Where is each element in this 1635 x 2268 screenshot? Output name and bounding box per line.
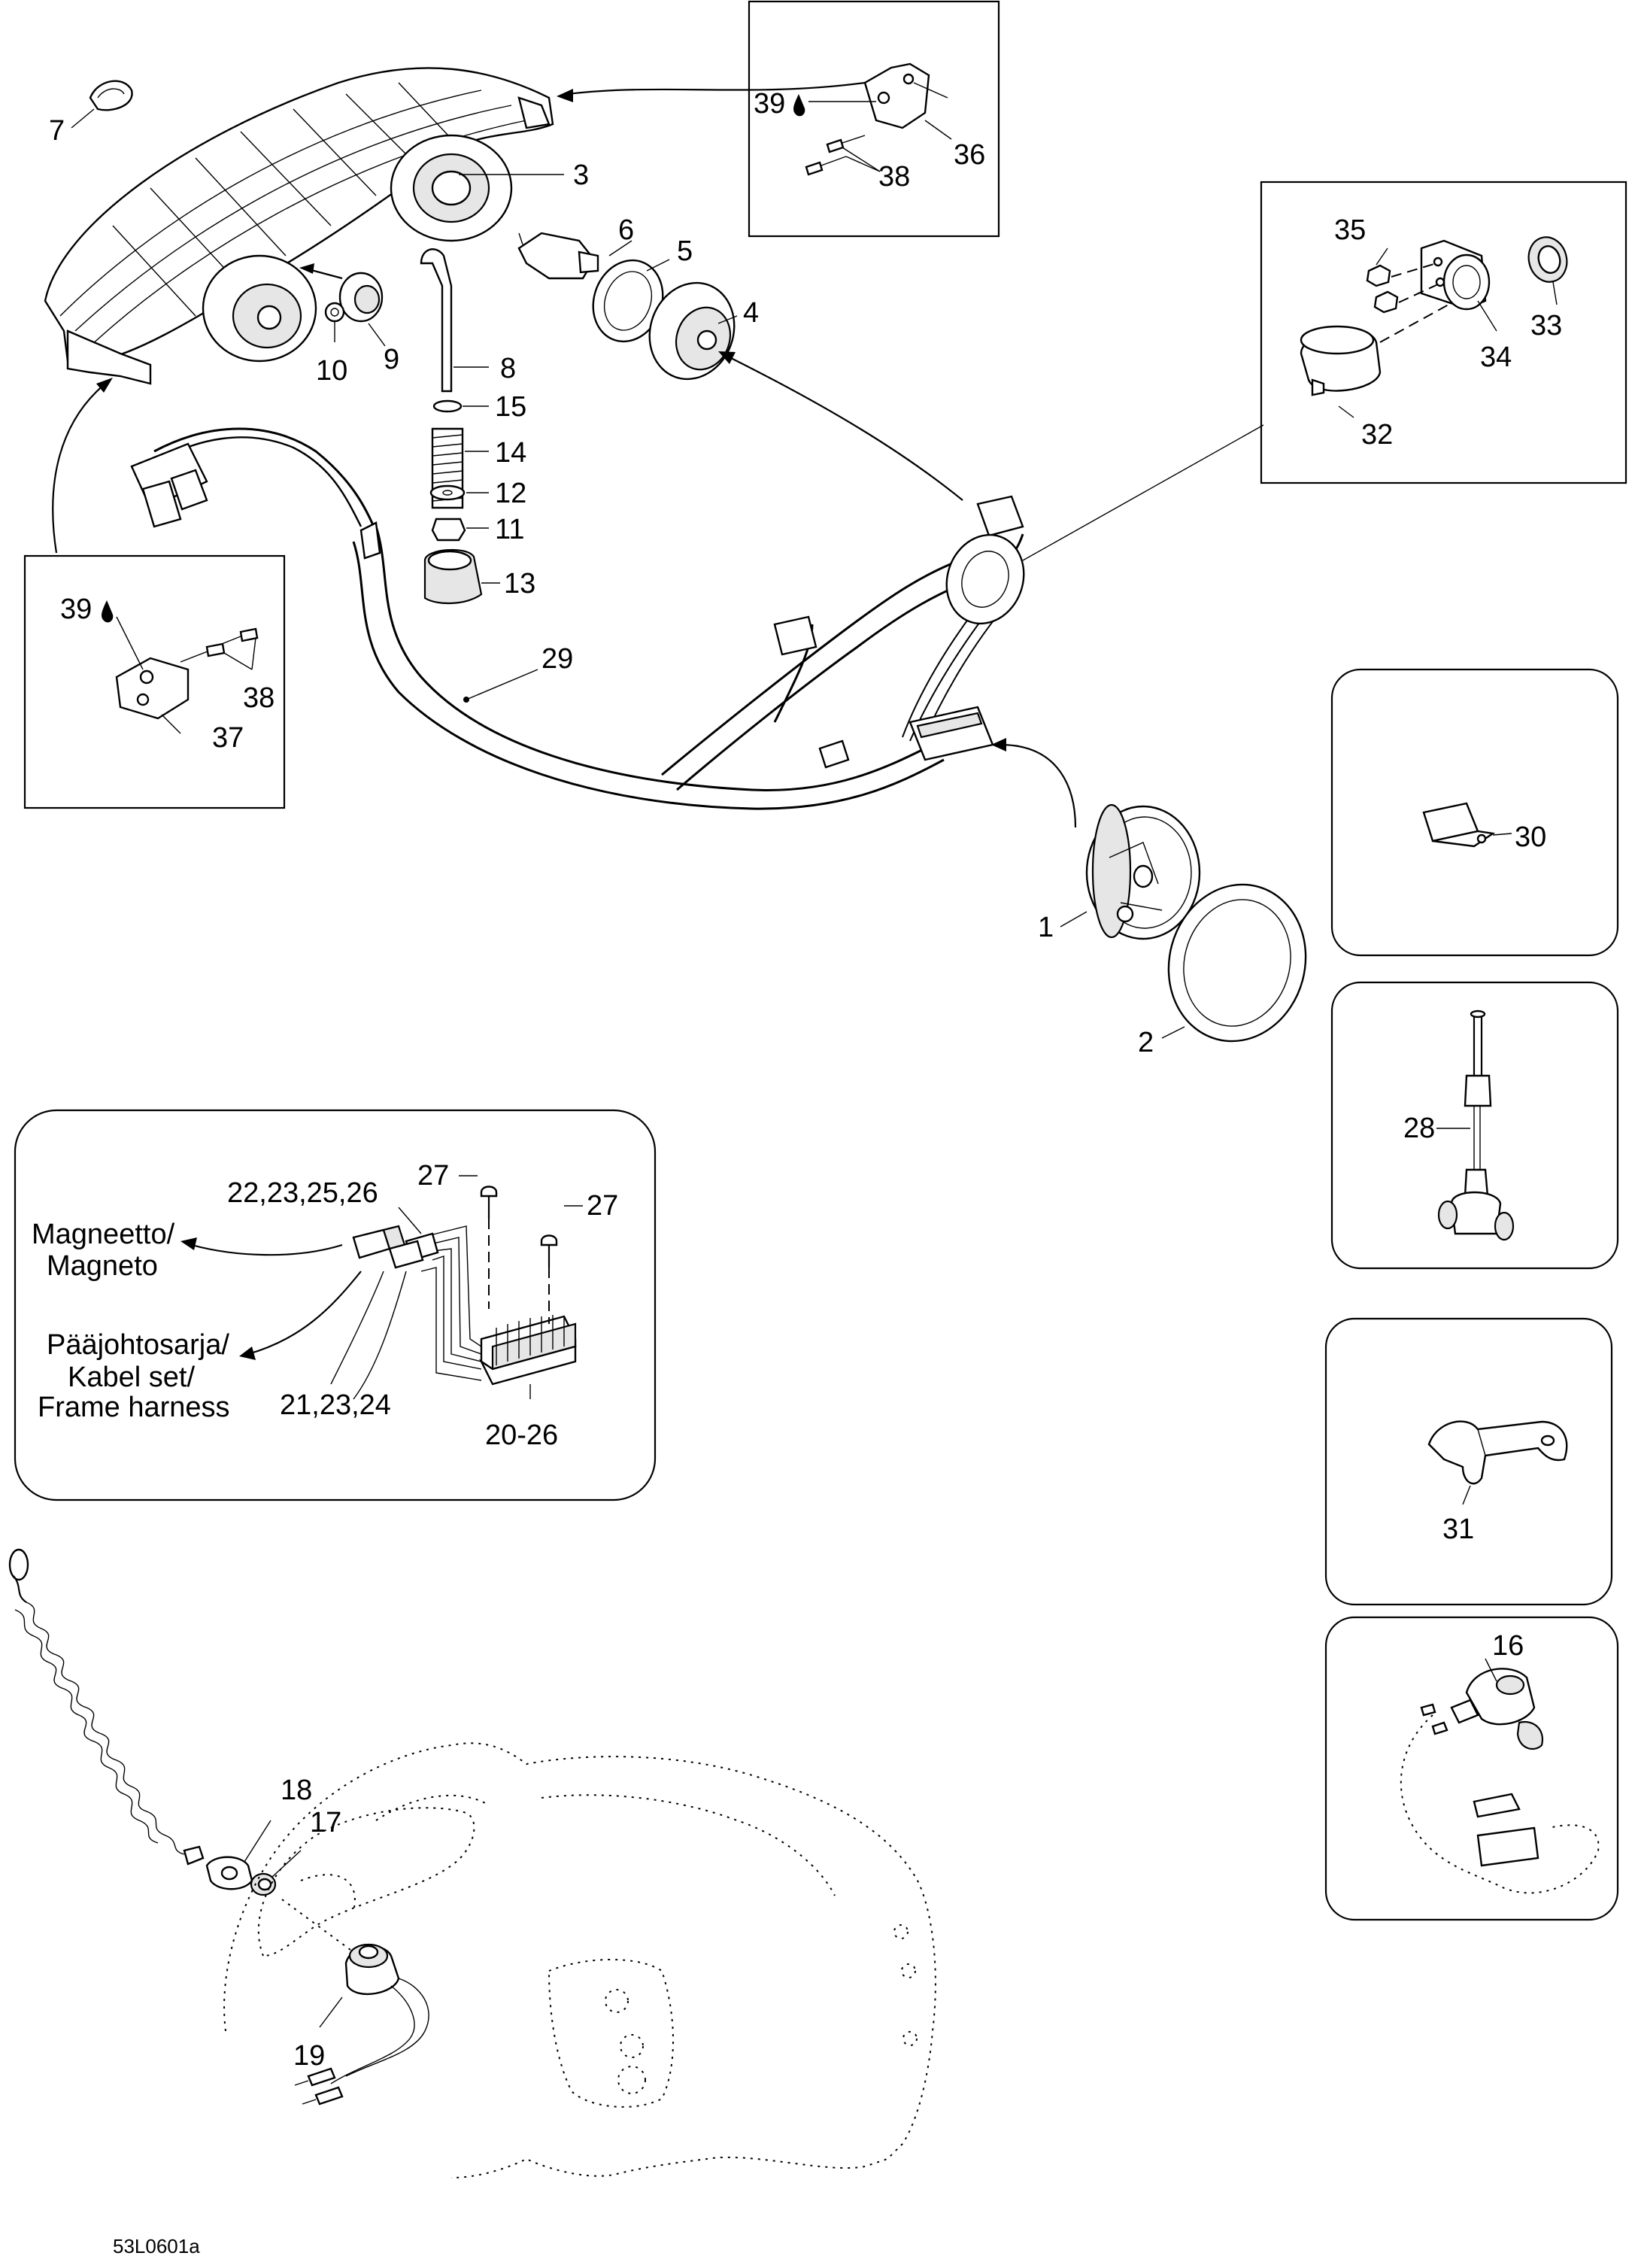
callout-13: 13 (504, 568, 535, 600)
gauge-part-1 (1085, 803, 1201, 940)
ring-part-33 (1527, 236, 1568, 305)
adjuster-rod-part-8 (420, 248, 489, 393)
callout-labels: 1 2 3 4 5 6 7 8 9 10 11 12 13 14 15 16 1… (32, 88, 1562, 2257)
drawing-code: 53L0601a (113, 2235, 200, 2257)
drop-icon (102, 600, 114, 623)
callout-28: 28 (1403, 1113, 1435, 1144)
callout-37: 37 (212, 722, 244, 754)
callout-22-23-25-26: 22,23,25,26 (227, 1177, 378, 1209)
callout-36: 36 (954, 139, 985, 171)
label-harness-1: Pääjohtosarja/ (47, 1329, 229, 1361)
callout-35: 35 (1334, 214, 1366, 246)
sender-part-28 (1436, 1010, 1515, 1241)
callout-5: 5 (677, 235, 693, 267)
inset-box-36-38 (748, 0, 1000, 238)
clip-part-7 (71, 80, 133, 129)
inset-box-30 (1330, 668, 1619, 957)
callout-32: 32 (1361, 419, 1393, 451)
nut-part-10 (324, 302, 345, 342)
callout-3: 3 (573, 159, 589, 191)
flasher-part-32 (1300, 300, 1456, 418)
inset-box-16 (1324, 1616, 1619, 1921)
callout-39b: 39 (60, 594, 92, 625)
inset-box-20-27 (14, 1109, 657, 1501)
callout-34: 34 (1480, 342, 1512, 373)
callout-16: 16 (1492, 1630, 1524, 1662)
callout-10: 10 (316, 355, 347, 387)
callout-7: 7 (49, 115, 65, 147)
callout-21-23-24: 21,23,24 (280, 1389, 391, 1421)
switch-part-19 (294, 1943, 429, 2106)
hood-outline (223, 1742, 936, 2178)
grommet-part-9 (299, 263, 386, 347)
rectifier-part-20-26 (478, 1315, 577, 1399)
callout-12: 12 (495, 478, 526, 509)
screws-part-27 (459, 1175, 583, 1324)
callout-11: 11 (495, 514, 524, 545)
screw-part-38-top (805, 135, 881, 176)
rectifier-wires (330, 1225, 482, 1400)
inset-box-28 (1330, 981, 1619, 1270)
callout-27a: 27 (417, 1160, 449, 1192)
callout-29: 29 (541, 643, 573, 675)
callout-4: 4 (743, 297, 759, 329)
callout-31: 31 (1442, 1514, 1474, 1545)
lanyard-part-18 (8, 1548, 271, 1890)
washer-part-12 (429, 484, 489, 501)
label-magneto-1: Magneetto/ (32, 1219, 175, 1250)
callout-8: 8 (500, 353, 516, 384)
callout-1: 1 (1038, 912, 1054, 943)
callout-15: 15 (495, 391, 526, 423)
bracket-part-34 (1420, 239, 1497, 332)
label-harness-3: Frame harness (38, 1392, 230, 1423)
headlight-housing (44, 67, 554, 385)
callout-18: 18 (281, 1775, 312, 1806)
label-magneto-2: Magneto (47, 1250, 158, 1282)
callout-38a: 38 (878, 161, 910, 193)
callout-39a: 39 (754, 88, 785, 120)
knob-part-13 (423, 548, 500, 604)
callout-20-26: 20-26 (485, 1419, 558, 1451)
boot-part-4 (648, 281, 738, 381)
nut-part-11 (431, 518, 489, 542)
callout-9: 9 (384, 344, 399, 375)
callout-2: 2 (1138, 1027, 1154, 1058)
relay-part-30 (1422, 802, 1512, 848)
callout-6: 6 (618, 214, 634, 246)
callout-17: 17 (310, 1807, 341, 1838)
grommet-part-17 (250, 1850, 302, 1896)
washer-part-15 (432, 399, 489, 413)
key-switch-part-16 (1400, 1658, 1600, 1894)
bulb-part-6 (517, 232, 632, 280)
bezel-ring-part-2 (1167, 883, 1307, 1043)
bracket-part-37 (115, 657, 190, 734)
callout-27b: 27 (587, 1190, 618, 1222)
label-harness-2: Kabel set/ (68, 1362, 195, 1393)
screws-part-38-left (180, 627, 259, 670)
drop-icon (793, 94, 805, 117)
nuts-part-35 (1366, 247, 1439, 314)
callout-38b: 38 (243, 682, 275, 714)
callout-14: 14 (495, 437, 526, 469)
callout-19: 19 (293, 2040, 325, 2072)
bracket-part-36 (863, 62, 952, 140)
callout-30: 30 (1515, 821, 1546, 853)
callout-33: 33 (1530, 310, 1562, 342)
bracket-part-31 (1427, 1420, 1568, 1505)
